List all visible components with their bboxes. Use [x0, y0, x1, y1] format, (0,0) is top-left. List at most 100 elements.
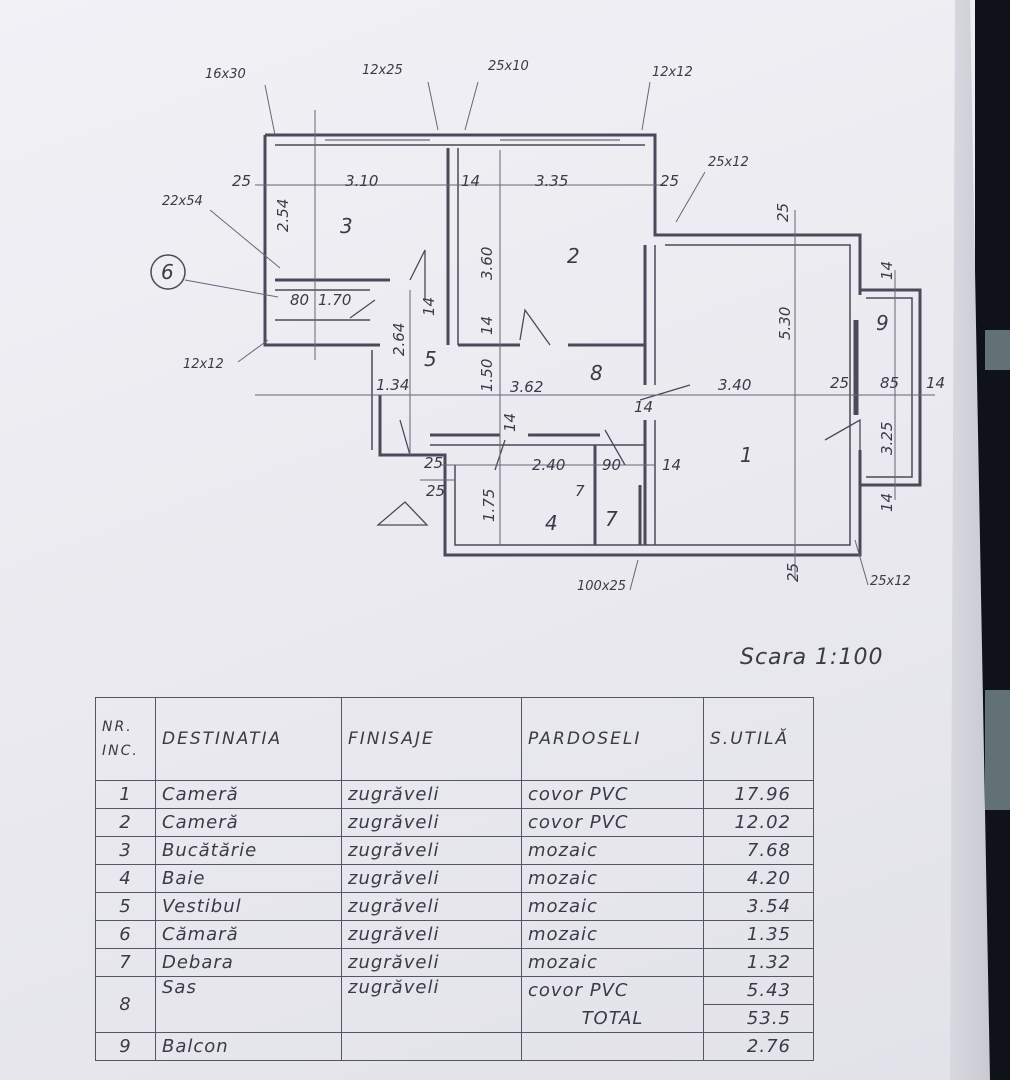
surface-table: NR. INC. DESTINATIA FINISAJE PARDOSELI S… [95, 697, 814, 1061]
dimension: 14 [420, 297, 438, 316]
dimension: 85 [880, 374, 899, 392]
dimension: 1.70 [318, 291, 351, 309]
dimension: 5.30 [776, 307, 794, 340]
cell-pardoseli: covor PVC [521, 976, 704, 1005]
cell-finisaje [341, 1032, 522, 1061]
cell-finisaje: zugrăveli [341, 976, 522, 1033]
dimension: 2.64 [390, 323, 408, 356]
dimension-lines [184, 81, 935, 591]
cell-nr: 2 [95, 808, 156, 837]
floor-plan: 1 2 3 4 5 6 7 8 9 16x30 12x25 25x10 12x1… [150, 59, 945, 594]
dimension: 25 [784, 563, 802, 582]
cell-nr: 9 [95, 1032, 156, 1061]
dimension: 25 [426, 482, 445, 500]
section-label: 25x12 [870, 574, 911, 589]
table-row: 6 Cămară zugrăveli mozaic 1.35 [95, 920, 814, 949]
table-row: 2 Cameră zugrăveli covor PVC 12.02 [95, 808, 814, 837]
header-pardoseli: PARDOSELI [521, 697, 704, 781]
cell-pardoseli: mozaic [521, 864, 704, 893]
header-destinatia: DESTINATIA [155, 697, 342, 781]
table-total-row: TOTAL 53.5 [96, 1004, 814, 1033]
cell-finisaje: zugrăveli [341, 948, 522, 977]
room-number: 6 [161, 260, 174, 284]
room-number: 4 [545, 511, 558, 535]
dimension: 1.50 [478, 359, 496, 392]
dimension: 90 [602, 456, 621, 474]
dimension: 2.40 [532, 456, 565, 474]
room-number: 9 [876, 311, 889, 335]
header-nr-line2: INC. [102, 743, 139, 759]
cell-finisaje: zugrăveli [341, 836, 522, 865]
cell-nr: 4 [95, 864, 156, 893]
table-row: 3 Bucătărie zugrăveli mozaic 7.68 [95, 836, 814, 865]
cell-pardoseli [521, 1032, 704, 1061]
cell-pardoseli: covor PVC [521, 780, 704, 809]
cell-pardoseli: mozaic [521, 920, 704, 949]
cell-nr: 5 [95, 892, 156, 921]
cell-finisaje: zugrăveli [341, 864, 522, 893]
section-label: 25x12 [708, 155, 749, 170]
cell-pardoseli: covor PVC [521, 808, 704, 837]
table-row: 1 Cameră zugrăveli covor PVC 17.96 [95, 780, 814, 809]
cell-finisaje: zugrăveli [341, 780, 522, 809]
dimension: 1.34 [376, 376, 409, 394]
cell-destinatia: Cameră [155, 780, 342, 809]
cell-nr: 6 [95, 920, 156, 949]
cell-nr: 7 [95, 948, 156, 977]
section-label: 12x12 [183, 357, 224, 372]
dimension: 3.62 [510, 378, 543, 396]
cell-suprafata: 2.76 [703, 1032, 814, 1061]
dimension: 14 [634, 398, 653, 416]
dimension: 14 [501, 413, 519, 432]
section-label: 12x12 [652, 65, 693, 80]
dimension: 3.10 [345, 172, 378, 190]
cell-pardoseli: mozaic [521, 836, 704, 865]
background-decor [985, 690, 1010, 810]
dimension: 3.35 [535, 172, 568, 190]
cell-destinatia: Cămară [155, 920, 342, 949]
dimension: 14 [878, 261, 896, 280]
table-row: 9 Balcon 2.76 [95, 1032, 814, 1061]
header-s-utila: S.UTILĂ [703, 697, 814, 781]
cell-nr: 8 [95, 976, 156, 1033]
room-number: 7 [605, 507, 618, 531]
cell-finisaje: zugrăveli [341, 892, 522, 921]
cell-finisaje: zugrăveli [341, 920, 522, 949]
table-row: 4 Baie zugrăveli mozaic 4.20 [95, 864, 814, 893]
room-marker-circle [150, 254, 186, 290]
section-label: 12x25 [362, 63, 403, 78]
cell-suprafata: 1.32 [703, 948, 814, 977]
cell-suprafata: 17.96 [703, 780, 814, 809]
table-header-row: NR. INC. DESTINATIA FINISAJE PARDOSELI S… [95, 697, 814, 781]
cell-suprafata: 5.43 [703, 976, 814, 1005]
walls [263, 133, 922, 557]
dimension: 3.25 [878, 422, 896, 455]
section-label: 25x10 [488, 59, 529, 74]
dimension: 14 [926, 374, 945, 392]
section-label: 100x25 [577, 579, 626, 594]
header-nr-line1: NR. [102, 719, 133, 735]
cell-destinatia: Balcon [155, 1032, 342, 1061]
table-row: 5 Vestibul zugrăveli mozaic 3.54 [95, 892, 814, 921]
cell-destinatia: Cameră [155, 808, 342, 837]
dimension: 14 [461, 172, 480, 190]
cell-nr: 3 [95, 836, 156, 865]
room-number: 3 [340, 214, 353, 238]
cell-destinatia: Vestibul [155, 892, 342, 921]
total-label: TOTAL [521, 1004, 704, 1033]
cell-pardoseli: mozaic [521, 892, 704, 921]
cell-destinatia: Debara [155, 948, 342, 977]
cell-suprafata: 7.68 [703, 836, 814, 865]
table-row: 7 Debara zugrăveli mozaic 1.32 [95, 948, 814, 977]
background-decor [985, 330, 1010, 370]
dimension: 25 [424, 454, 443, 472]
dimension: 7 [575, 482, 585, 500]
room-number: 8 [590, 361, 603, 385]
cell-suprafata: 4.20 [703, 864, 814, 893]
cell-suprafata: 12.02 [703, 808, 814, 837]
cell-destinatia: Baie [155, 864, 342, 893]
section-label: 16x30 [205, 67, 246, 82]
room-number: 1 [740, 443, 753, 467]
cell-finisaje: zugrăveli [341, 808, 522, 837]
dimension: 2.54 [274, 199, 292, 232]
